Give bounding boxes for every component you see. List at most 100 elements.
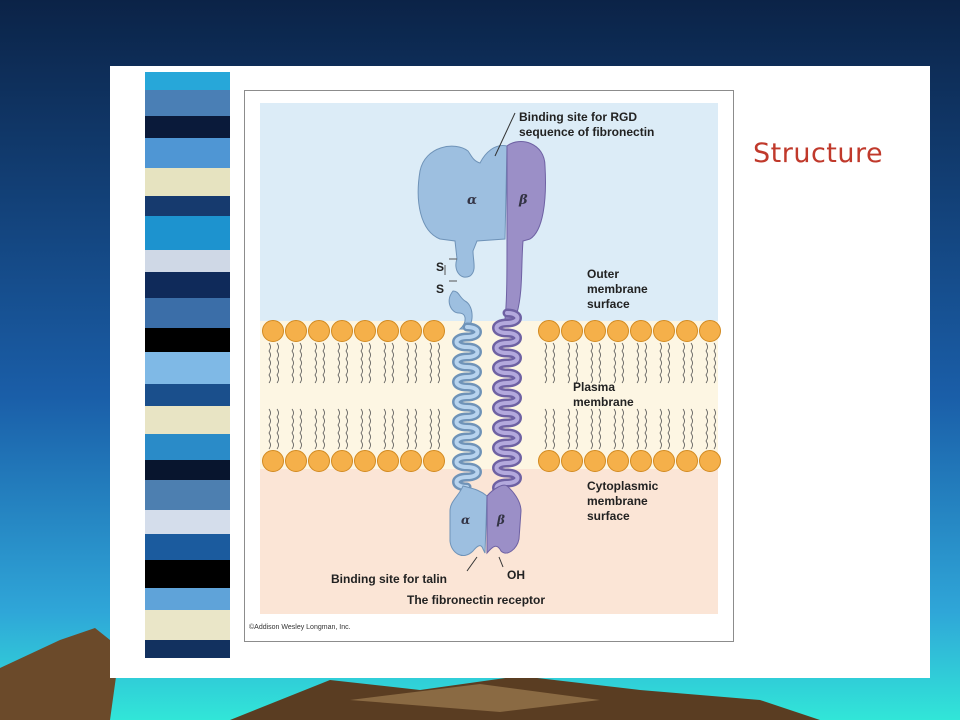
- lipid-tail: [345, 408, 348, 450]
- slide-title: Structure: [753, 138, 884, 169]
- lipid-tail: [383, 342, 386, 384]
- cyto-label-line1: Cytoplasmic: [587, 479, 659, 493]
- outer-label-line2: membrane: [587, 282, 648, 296]
- decorative-stripe-bar: [145, 72, 230, 658]
- lipid-head: [630, 320, 652, 342]
- lipid-tail: [690, 408, 693, 450]
- lipid-tail: [345, 342, 348, 384]
- lipid-tail: [636, 342, 639, 384]
- lipid-head: [561, 450, 583, 472]
- lipid-tail: [268, 408, 271, 450]
- lipid-tail: [636, 408, 639, 450]
- lipid-head: [400, 450, 422, 472]
- lipid-tail: [705, 342, 708, 384]
- lipid-tail: [621, 408, 624, 450]
- lipid-tail: [383, 408, 386, 450]
- lipid-tail: [613, 342, 616, 384]
- lipid-tail: [659, 342, 662, 384]
- stripe-segment: [145, 434, 230, 460]
- lipid-head: [308, 450, 330, 472]
- lipid-head: [331, 320, 353, 342]
- lipid-head: [308, 320, 330, 342]
- lipid-head: [561, 320, 583, 342]
- stripe-segment: [145, 588, 230, 610]
- lipid-tail: [268, 342, 271, 384]
- lipid-head: [354, 450, 376, 472]
- lipid-head: [607, 450, 629, 472]
- lipid-tail: [322, 408, 325, 450]
- lipid-tail: [429, 342, 432, 384]
- stripe-segment: [145, 216, 230, 250]
- lipid-tail: [337, 342, 340, 384]
- lipid-tail: [659, 408, 662, 450]
- lipid-head: [699, 320, 721, 342]
- lipid-tail: [682, 342, 685, 384]
- lipid-tail: [552, 342, 555, 384]
- lipid-head: [676, 320, 698, 342]
- plasma-region: [260, 321, 718, 469]
- lipid-tail: [314, 342, 317, 384]
- lipid-tail: [690, 342, 693, 384]
- lipid-head: [584, 320, 606, 342]
- lipid-head: [285, 320, 307, 342]
- mountain-left: [0, 628, 120, 720]
- lipid-tail: [613, 408, 616, 450]
- stripe-segment: [145, 196, 230, 216]
- lipid-head: [423, 320, 445, 342]
- lipid-head: [285, 450, 307, 472]
- lipid-tail: [291, 408, 294, 450]
- lipid-head: [676, 450, 698, 472]
- lipid-tail: [322, 342, 325, 384]
- lipid-head: [262, 450, 284, 472]
- stripe-segment: [145, 640, 230, 658]
- stripe-segment: [145, 384, 230, 406]
- lipid-tail: [314, 408, 317, 450]
- figure-frame: Binding site for RGD sequence of fibrone…: [244, 90, 734, 642]
- stripe-segment: [145, 250, 230, 272]
- stripe-segment: [145, 406, 230, 434]
- lipid-tail: [544, 342, 547, 384]
- cyto-label-line2: membrane: [587, 494, 648, 508]
- lipid-tail: [406, 408, 409, 450]
- stripe-segment: [145, 460, 230, 480]
- outer-label-line3: surface: [587, 297, 630, 311]
- lipid-head: [538, 320, 560, 342]
- alpha-subunit-head: [417, 144, 508, 278]
- lipid-tail: [621, 342, 624, 384]
- lipid-tail: [414, 408, 417, 450]
- stripe-segment: [145, 168, 230, 196]
- lipid-tail: [299, 408, 302, 450]
- lipid-head: [653, 320, 675, 342]
- lipid-head: [423, 450, 445, 472]
- lipid-head: [538, 450, 560, 472]
- lipid-head: [699, 450, 721, 472]
- lipid-head: [584, 450, 606, 472]
- lipid-bilayer: [262, 320, 721, 472]
- disulfide-s2: S: [436, 282, 444, 296]
- lipid-tail: [391, 342, 394, 384]
- disulfide-s1: S: [436, 260, 444, 274]
- fibronectin-receptor-diagram: Binding site for RGD sequence of fibrone…: [249, 103, 721, 631]
- slide-panel: Structure: [110, 66, 930, 678]
- lipid-tail: [590, 408, 593, 450]
- lipid-tail: [406, 342, 409, 384]
- lipid-tail: [552, 408, 555, 450]
- lipid-tail: [567, 342, 570, 384]
- lipid-tail: [391, 408, 394, 450]
- oh-label: OH: [507, 568, 525, 582]
- lipid-head: [331, 450, 353, 472]
- beta-cytoplasmic-tail: [486, 484, 522, 555]
- lipid-tail: [713, 408, 716, 450]
- alpha-bottom-label: α: [461, 513, 470, 527]
- stripe-segment: [145, 352, 230, 384]
- stripe-segment: [145, 298, 230, 328]
- stripe-segment: [145, 560, 230, 588]
- beta-bottom-label: β: [496, 513, 505, 527]
- lipid-tail: [276, 342, 279, 384]
- lipid-tail: [429, 408, 432, 450]
- stripe-segment: [145, 72, 230, 90]
- lipid-head: [377, 320, 399, 342]
- stripe-segment: [145, 534, 230, 560]
- stripe-segment: [145, 328, 230, 352]
- lipid-head: [630, 450, 652, 472]
